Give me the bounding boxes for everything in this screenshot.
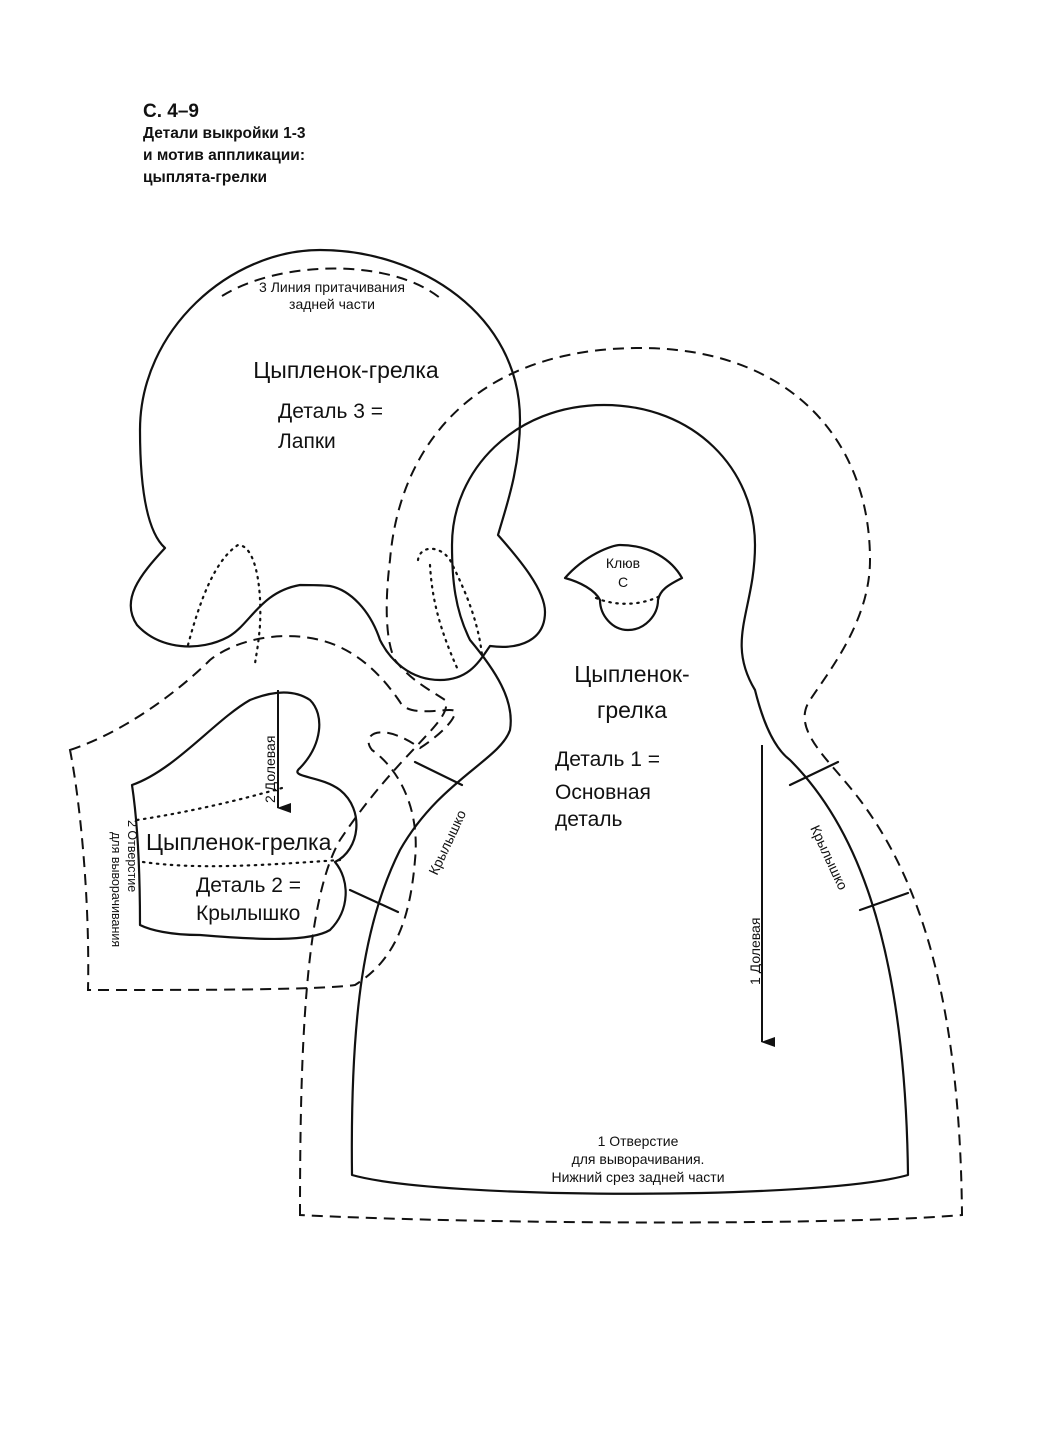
part3-detail-line-1: Деталь 3 = [278, 400, 383, 423]
beak-stitch-line [594, 594, 662, 605]
part1-grain-label: 1 Долевая [747, 918, 763, 985]
part3-right-toe-stitch-2 [428, 563, 460, 672]
part2-top-stitch [135, 786, 284, 822]
part2-grain-label: 2 Долевая [262, 736, 278, 803]
part3-note-line-2: задней части [289, 296, 375, 312]
part1-seam-allowance-outline [298, 346, 964, 1224]
part3-title: Цыпленок-грелка [253, 357, 439, 383]
part1-opening-line-2: для выворачивания. [572, 1151, 705, 1167]
part2-detail-line-1: Деталь 2 = [196, 874, 301, 897]
page-reference: С. 4–9 [143, 101, 199, 122]
part1-wing-mark-right-top [788, 760, 840, 787]
part1-opening-line-1: 1 Отверстие [598, 1133, 679, 1149]
part2-title: Цыпленок-грелка [146, 829, 332, 855]
part1-wing-mark-left-bottom [348, 888, 400, 914]
beak-label-line-2: С [618, 574, 628, 590]
part2-seam-allowance-outline [68, 635, 457, 992]
part2-detail-line-2: Крылышко [196, 902, 300, 925]
part1-title-line-2: грелка [597, 697, 667, 723]
caption-line-1: Детали выкройки 1-3 [143, 125, 306, 142]
part3-feet-outline [129, 248, 547, 682]
part2-wing-outline [130, 691, 358, 940]
caption-line-2: и мотив аппликации: [143, 147, 305, 164]
part3-left-toe-stitch [186, 543, 262, 667]
part3-right-toe-stitch [416, 547, 484, 657]
beak-label-line-1: Клюв [606, 555, 640, 571]
part2-opening-line-2: для выворачивания [109, 832, 123, 947]
beak-outline [563, 543, 684, 632]
part1-main-body-outline [350, 403, 910, 1195]
page-header: С. 4–9 Детали выкройки 1-3 и мотив аппли… [143, 101, 543, 189]
part1-wing-mark-left-top [413, 760, 464, 787]
part1-wing-label-right: Крылышко [807, 823, 851, 893]
part3-detail-line-2: Лапки [278, 430, 336, 453]
part1-detail-line-1: Деталь 1 = [555, 748, 660, 771]
part1-detail-line-3: деталь [555, 808, 623, 831]
part3-attach-line [221, 267, 441, 299]
part1-wing-mark-right-bottom [858, 891, 910, 912]
part1-wing-label-left: Крылышко [425, 807, 469, 877]
part2-bottom-stitch [141, 858, 342, 868]
part3-note-line-1: 3 Линия притачивания [259, 279, 405, 295]
part1-title-line-1: Цыпленок- [574, 661, 689, 687]
part2-opening-line-1: 2 Отверстие [125, 820, 139, 892]
part1-opening-line-3: Нижний срез задней части [551, 1169, 724, 1185]
caption-line-3: цыплята-грелки [143, 169, 268, 186]
part1-detail-line-2: Основная [555, 781, 651, 804]
